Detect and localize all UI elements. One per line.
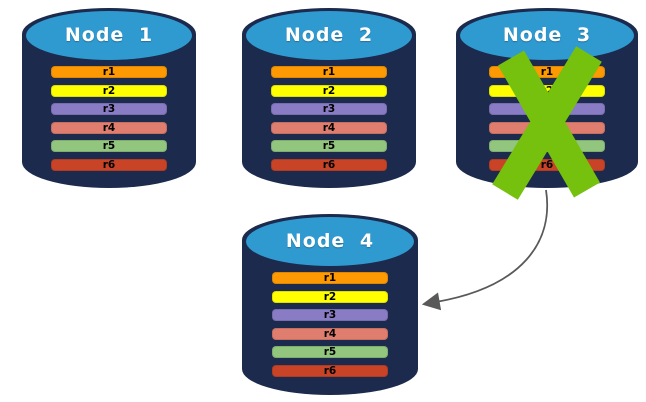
replica-rows: r1 r2 r3 r4 r5 r6	[271, 66, 387, 177]
database-cylinder-top	[460, 11, 634, 60]
node-2: Node 2 r1 r2 r3 r4 r5 r6	[242, 8, 416, 188]
replica-row-r5: r5	[272, 346, 388, 358]
replica-rows: r1 r2 r3 r4 r5 r6	[51, 66, 167, 177]
replica-row-r1: r1	[272, 272, 388, 284]
replica-row-r1: r1	[271, 66, 387, 78]
replica-row-r4: r4	[272, 327, 388, 340]
database-cylinder-top	[246, 217, 414, 266]
replica-row-r5: r5	[51, 140, 167, 152]
replica-row-r2: r2	[271, 84, 387, 97]
node-title: Node 1	[64, 24, 154, 46]
replica-rows: r1 r2 r3 r4 r5 r6	[272, 272, 388, 383]
replica-row-r4: r4	[271, 121, 387, 134]
database-cylinder-top	[26, 11, 192, 60]
replica-row-r6: r6	[51, 158, 167, 171]
replica-row-r2: r2	[51, 84, 167, 97]
replica-row-r2: r2	[272, 290, 388, 303]
replica-row-r5: r5	[271, 140, 387, 152]
database-cylinder-top	[246, 11, 412, 60]
node-4: Node 4 r1 r2 r3 r4 r5 r6	[242, 214, 418, 395]
replica-row-r1: r1	[51, 66, 167, 78]
replica-row-r6: r6	[272, 364, 388, 377]
node-title: Node 4	[285, 230, 375, 252]
node-title: Node 3	[502, 24, 592, 46]
replica-row-r3: r3	[271, 103, 387, 115]
failure-x-icon	[492, 46, 602, 200]
replica-row-r3: r3	[272, 309, 388, 321]
replica-row-r4: r4	[51, 121, 167, 134]
replica-row-r3: r3	[51, 103, 167, 115]
node-title: Node 2	[284, 24, 374, 46]
node-1: Node 1 r1 r2 r3 r4 r5 r6	[22, 8, 196, 188]
replica-row-r6: r6	[271, 158, 387, 171]
